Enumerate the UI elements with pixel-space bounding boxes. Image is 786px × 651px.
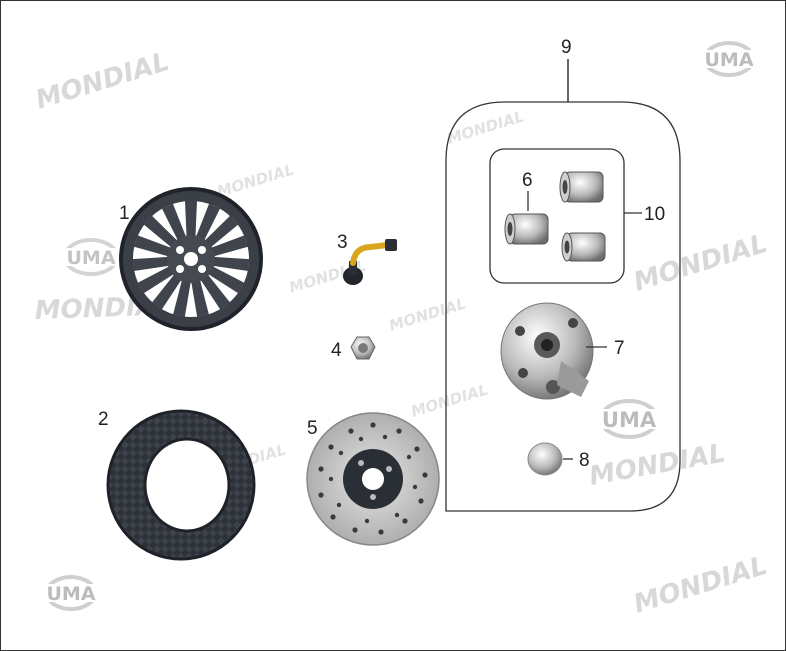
lug-nut[interactable] (504, 213, 549, 245)
watermark-brand: MONDIAL (32, 47, 172, 116)
wheel-hub[interactable] (500, 302, 607, 400)
watermark-brand: MONDIAL (630, 229, 770, 298)
svg-text:UMA: UMA (704, 49, 753, 71)
uma-logo: UMA (597, 399, 661, 439)
callout-10: 10 (644, 204, 665, 225)
callout-4: 4 (331, 340, 342, 361)
brake-disc[interactable] (306, 412, 440, 546)
callout-labels: 1 2 3 4 5 6 7 8 9 10 (98, 37, 665, 471)
watermark-brand: MONDIAL (215, 160, 296, 200)
callout-7: 7 (614, 338, 625, 359)
callout-8: 8 (579, 450, 590, 471)
lug-nut[interactable] (561, 232, 606, 262)
tire-valve[interactable] (343, 239, 397, 285)
watermark-brand: MONDIAL (445, 107, 526, 147)
callout-9: 9 (561, 37, 572, 58)
assembly-9-frame (445, 59, 681, 512)
callout-5: 5 (307, 418, 318, 439)
wheel-rim[interactable] (119, 187, 263, 331)
callout-1: 1 (119, 203, 130, 224)
watermark-brand: MONDIAL (387, 294, 468, 334)
svg-text:UMA: UMA (602, 408, 657, 432)
svg-text:UMA: UMA (66, 247, 115, 269)
assembly-10-frame (489, 148, 625, 284)
callout-3: 3 (337, 232, 348, 253)
watermark-brand: MONDIAL (630, 551, 770, 620)
lug-nut[interactable] (559, 171, 604, 203)
hub-cap[interactable] (527, 442, 573, 476)
axle-nut[interactable] (350, 336, 376, 360)
uma-logo: UMA (61, 238, 121, 276)
disc-holes (318, 422, 428, 535)
uma-logo: UMA (701, 41, 757, 77)
tire[interactable] (106, 409, 256, 561)
watermark-brand: MONDIAL (409, 380, 490, 420)
callout-2: 2 (98, 409, 109, 430)
watermark-brand: MONDIAL (587, 438, 728, 491)
callout-6: 6 (522, 170, 533, 191)
uma-logo: UMA (43, 575, 99, 611)
svg-text:UMA: UMA (46, 583, 95, 605)
